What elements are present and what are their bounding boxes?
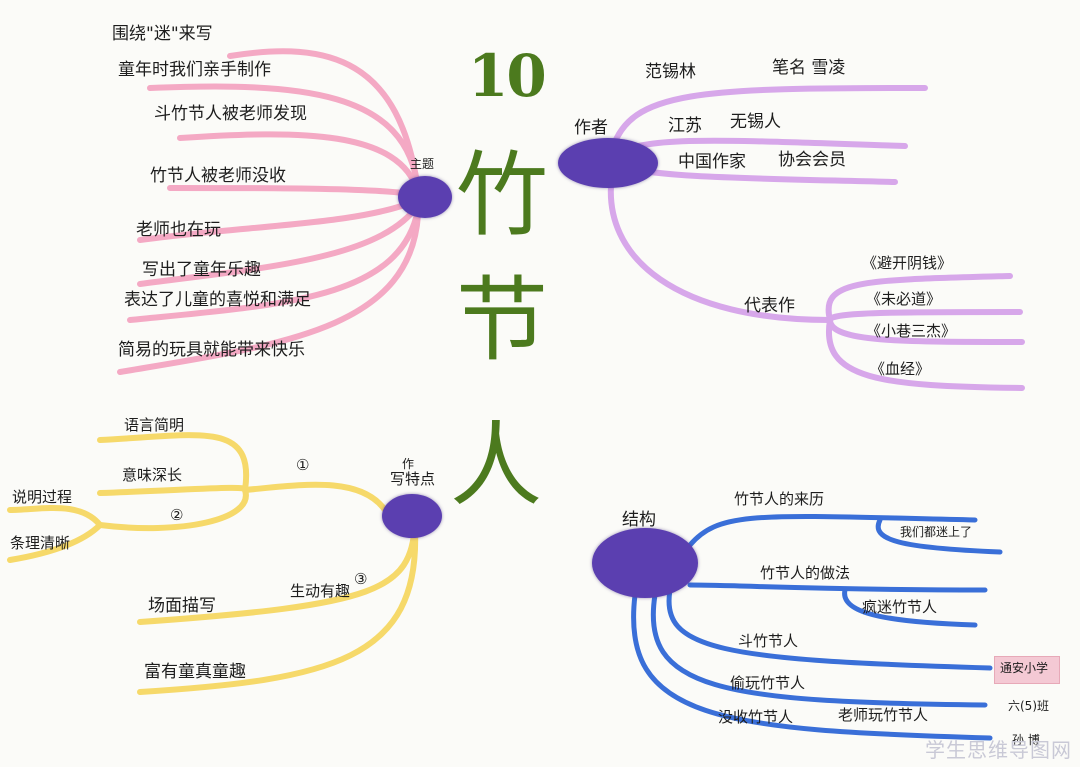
writing-node-label-top: 作 [402,457,415,471]
structure-item: 斗竹节人 [738,632,799,650]
theme-item: 竹节人被老师没收 [150,166,286,186]
writing-item: 说明过程 [12,488,73,506]
title-char-2: 节 [456,267,549,374]
author-node [558,138,658,188]
writing-node [382,494,442,538]
writing-branches [7,432,419,695]
theme-branches [117,48,421,375]
author-name: 范锡林 [645,62,696,82]
theme-item: 简易的玩具就能带来快乐 [118,340,305,360]
author-work: 《未必道》 [866,290,942,308]
structure-node-label: 结构 [622,510,656,530]
author-work: 《避开阴钱》 [862,254,953,272]
writing-item: 语言简明 [124,416,185,434]
stamp-name: 孙 博 [1012,733,1040,747]
structure-item: 老师玩竹节人 [838,706,929,724]
theme-item: 表达了儿童的喜悦和满足 [124,290,311,310]
structure-item: 疯迷竹节人 [862,598,938,616]
structure-item: 竹节人的做法 [760,564,851,582]
writing-point3-label: 生动有趣 [290,582,351,600]
title-char-1: 竹 [456,142,549,249]
theme-item: 老师也在玩 [136,220,221,240]
writing-node-label: 写特点 [390,470,436,488]
author-pen-name: 笔名 雪凌 [772,58,846,78]
author-hometown-city: 无锡人 [730,112,781,132]
writing-item: 场面描写 [148,596,216,616]
writing-item: 条理清晰 [10,534,71,552]
author-work: 《血经》 [870,360,931,378]
author-node-label: 作者 [574,118,608,138]
author-org-role: 协会会员 [778,150,846,170]
theme-item: 围绕"迷"来写 [112,24,213,44]
author-hometown-province: 江苏 [668,116,702,136]
author-org: 中国作家 [678,152,746,172]
theme-item: 童年时我们亲手制作 [118,60,271,80]
theme-node-label: 主题 [410,157,435,171]
theme-item: 写出了童年乐趣 [142,260,261,280]
writing-point3-mark: ③ [354,570,368,588]
structure-item: 竹节人的来历 [734,490,825,508]
title-char-3: 人 [450,412,543,519]
writing-item: 富有童真童趣 [144,662,246,682]
writing-point1-mark: ① [296,456,310,474]
title-number: 10 [468,42,547,110]
school-stamp [994,656,1060,684]
structure-node [592,528,698,598]
writing-item: 意味深长 [122,466,183,484]
stamp-school: 通安小学 [1000,661,1049,675]
writing-point2-mark: ② [170,506,184,524]
structure-item: 没收竹节人 [718,708,794,726]
structure-branches [631,513,1003,741]
theme-item: 斗竹节人被老师发现 [154,104,307,124]
watermark: 学生思维导图网 [925,738,1072,762]
stamp-class: 六(5)班 [1008,699,1049,713]
structure-item: 我们都迷上了 [900,525,973,539]
author-work: 《小巷三杰》 [866,322,957,340]
author-works-label: 代表作 [744,296,795,316]
theme-node [398,176,452,218]
structure-item: 偷玩竹节人 [730,674,806,692]
